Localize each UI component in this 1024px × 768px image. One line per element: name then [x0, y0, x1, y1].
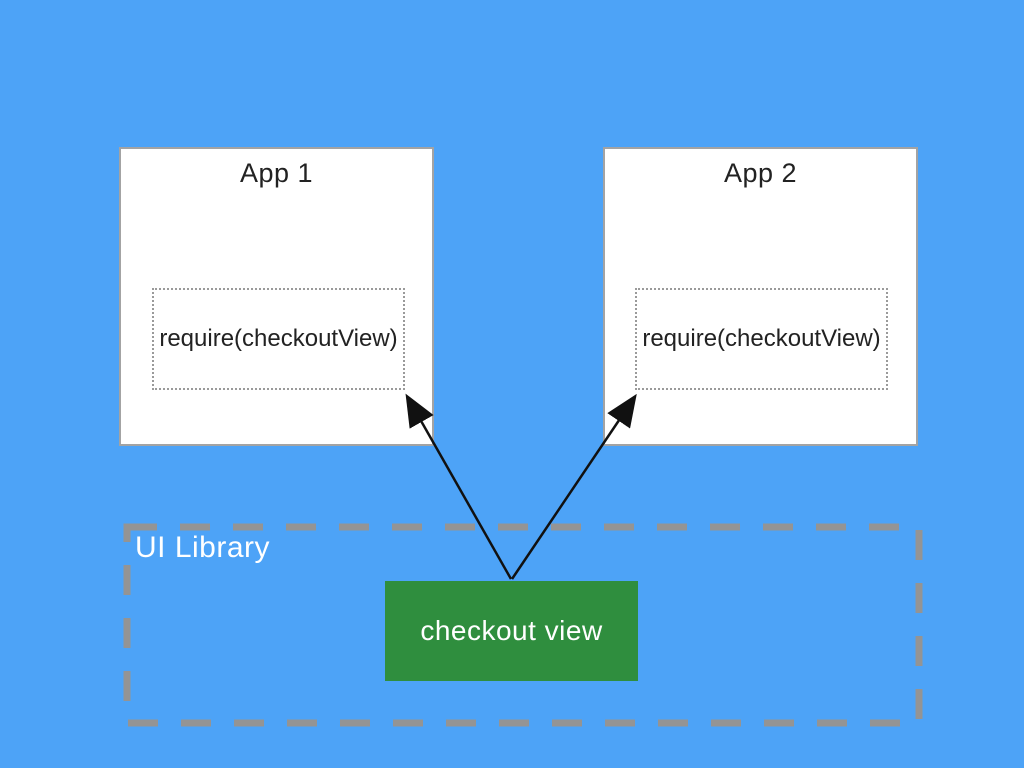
checkout-view-module: checkout view — [385, 581, 638, 681]
app2-require-box: require(checkoutView) — [635, 288, 888, 390]
app2-box: App 2 require(checkoutView) — [603, 147, 918, 446]
app2-title: App 2 — [723, 158, 798, 188]
app1-require-box: require(checkoutView) — [152, 288, 405, 390]
checkout-view-label: checkout view — [420, 615, 603, 646]
ui-library-label: UI Library — [135, 531, 271, 564]
app1-box: App 1 require(checkoutView) — [119, 147, 434, 446]
app1-require-label: require(checkoutView) — [159, 325, 398, 352]
app1-title: App 1 — [239, 158, 314, 188]
app2-require-label: require(checkoutView) — [642, 325, 881, 352]
